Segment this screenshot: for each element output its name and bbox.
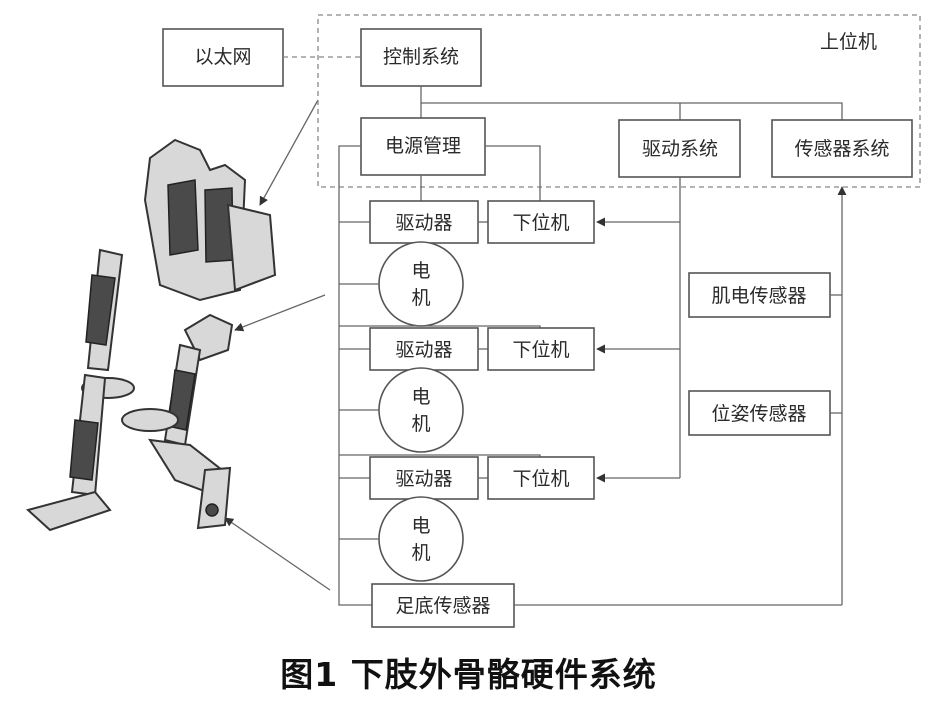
pointer-arrow-foot xyxy=(224,517,331,591)
lower-computer-box-2 xyxy=(487,327,595,371)
driver-box-3 xyxy=(369,456,479,500)
driver-label-2: 驱动器 xyxy=(395,339,452,361)
driver-label-3: 驱动器 xyxy=(395,468,452,490)
host-computer-label: 上位机 xyxy=(820,31,877,53)
foot-sensor-box xyxy=(371,583,515,628)
ethernet-label: 以太网 xyxy=(194,46,251,68)
control-system-label: 控制系统 xyxy=(383,46,459,68)
host-computer-region xyxy=(317,14,921,188)
pose-sensor-label: 位姿传感器 xyxy=(711,403,806,425)
figure-caption: 图1 下肢外骨骼硬件系统 xyxy=(280,655,657,694)
lower-computer-label-1: 下位机 xyxy=(512,212,569,234)
power-bus-left xyxy=(338,145,372,606)
drive-system-label: 驱动系统 xyxy=(642,138,718,160)
motor-1 xyxy=(378,241,464,327)
ethernet-box xyxy=(162,28,284,87)
motor-2-label-bottom: 机 xyxy=(411,413,430,435)
power-management-label: 电源管理 xyxy=(385,135,461,157)
lower-computer-box-3 xyxy=(487,456,595,500)
motor-3 xyxy=(378,496,464,582)
motor-2-label-top: 电 xyxy=(411,386,430,408)
emg-sensor-box xyxy=(688,272,831,318)
power-to-lower-1 xyxy=(485,145,541,201)
sensor-system-box xyxy=(771,119,913,178)
pose-sensor-box xyxy=(688,390,831,436)
control-bus xyxy=(420,86,843,120)
motor-3-label-top: 电 xyxy=(411,515,430,537)
motor-1-label-top: 电 xyxy=(411,260,430,282)
lower-computer-label-3: 下位机 xyxy=(512,468,569,490)
pointer-arrow-backpack xyxy=(259,99,319,206)
foot-sensor-label: 足底传感器 xyxy=(395,595,490,617)
lower-computer-box-1 xyxy=(487,200,595,244)
driver-label-1: 驱动器 xyxy=(395,212,452,234)
lower-computer-label-2: 下位机 xyxy=(512,339,569,361)
pointer-arrow-hip xyxy=(234,294,326,332)
emg-sensor-label: 肌电传感器 xyxy=(711,285,806,307)
motor-3-label-bottom: 机 xyxy=(411,542,430,564)
motor-2 xyxy=(378,367,464,453)
driver-box-2 xyxy=(369,327,479,371)
exoskeleton-image xyxy=(25,138,277,532)
motor-1-label-bottom: 机 xyxy=(411,287,430,309)
sensor-system-label: 传感器系统 xyxy=(794,138,889,160)
power-management-box xyxy=(360,117,486,176)
driver-box-1 xyxy=(369,200,479,244)
